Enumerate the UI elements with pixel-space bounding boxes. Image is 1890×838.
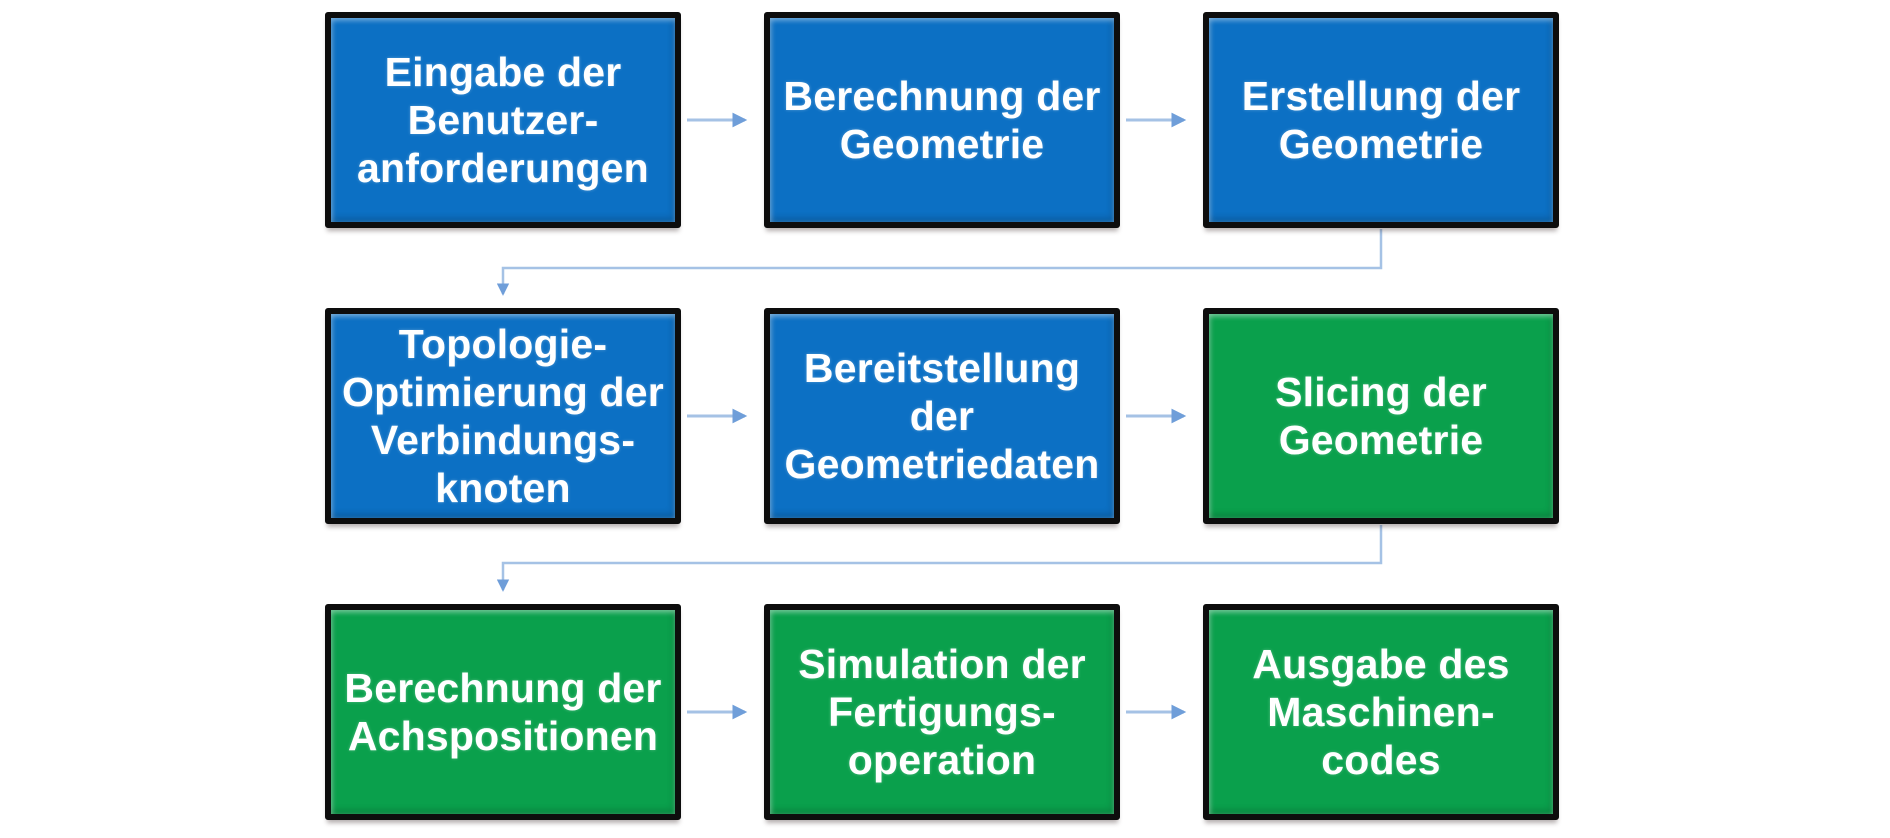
step-ausgabe-maschinencodes: Ausgabe des Maschinen- codes bbox=[1203, 604, 1559, 820]
step-label-line: Fertigungs- bbox=[828, 689, 1056, 735]
step-label-line: Geometrie bbox=[1278, 417, 1484, 463]
step-label-line: Erstellung der bbox=[1241, 73, 1521, 119]
step-topologie-optimierung: Topologie- Optimierung der Verbindungs- … bbox=[325, 308, 681, 524]
step-slicing-geometrie: Slicing der Geometrie bbox=[1203, 308, 1559, 524]
step-label-line: Benutzer- bbox=[407, 97, 599, 143]
step-label-line: Optimierung der bbox=[342, 369, 664, 415]
step-erstellung-geometrie: Erstellung der Geometrie bbox=[1203, 12, 1559, 228]
step-label-line: Slicing der bbox=[1275, 369, 1487, 415]
step-simulation-fertigungsoperation: Simulation der Fertigungs- operation bbox=[764, 604, 1120, 820]
step-berechnung-achspositionen: Berechnung der Achspositionen bbox=[325, 604, 681, 820]
step-label-line: Achspositionen bbox=[347, 713, 659, 759]
step-label-line: Berechnung der bbox=[783, 73, 1101, 119]
step-label-line: der bbox=[909, 393, 975, 439]
step-label-line: Verbindungs- bbox=[370, 417, 636, 463]
step-label-line: Eingabe der bbox=[384, 49, 622, 95]
step-label-line: Geometriedaten bbox=[784, 441, 1100, 487]
connector-step6-to-step7 bbox=[496, 525, 1383, 592]
step-label-line: Maschinen- bbox=[1267, 689, 1495, 735]
step-label-line: Geometrie bbox=[839, 121, 1045, 167]
step-label-line: Simulation der bbox=[798, 641, 1086, 687]
step-label-line: codes bbox=[1321, 737, 1441, 783]
step-label-line: knoten bbox=[435, 465, 571, 511]
connector-step3-to-step4 bbox=[496, 229, 1383, 296]
step-label-line: Berechnung der bbox=[344, 665, 662, 711]
step-label-line: anforderungen bbox=[357, 145, 649, 191]
step-berechnung-geometrie: Berechnung der Geometrie bbox=[764, 12, 1120, 228]
step-label-line: Ausgabe des bbox=[1252, 641, 1510, 687]
step-label-line: Topologie- bbox=[398, 321, 608, 367]
step-label-line: Bereitstellung bbox=[803, 345, 1081, 391]
step-label-line: operation bbox=[847, 737, 1037, 783]
step-label-line: Geometrie bbox=[1278, 121, 1484, 167]
step-eingabe-benutzeranforderungen: Eingabe der Benutzer- anforderungen bbox=[325, 12, 681, 228]
step-bereitstellung-geometriedaten: Bereitstellung der Geometriedaten bbox=[764, 308, 1120, 524]
